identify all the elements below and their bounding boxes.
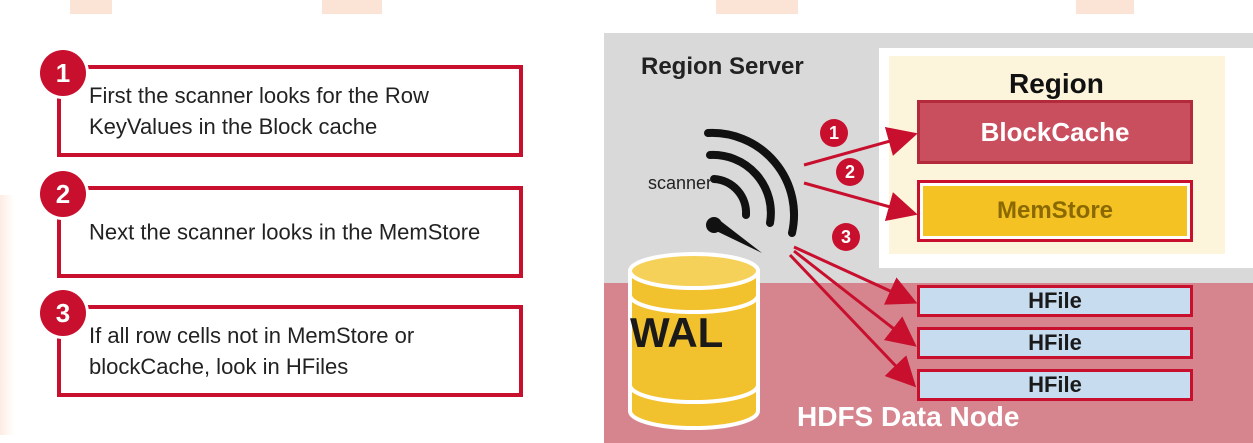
blockcache-box: BlockCache bbox=[917, 100, 1193, 164]
region-server-panel: Region Server Region BlockCache MemStore… bbox=[604, 33, 1253, 443]
step-3-badge: 3 bbox=[40, 290, 86, 336]
step-3-box: If all row cells not in MemStore or bloc… bbox=[57, 305, 523, 397]
step-3-text: If all row cells not in MemStore or bloc… bbox=[89, 323, 415, 379]
step-2-box: Next the scanner looks in the MemStore bbox=[57, 186, 523, 278]
memstore-box: MemStore bbox=[917, 180, 1193, 242]
decorative-mark bbox=[70, 0, 112, 14]
arrow-to-hfile-2 bbox=[793, 249, 917, 347]
scanner-icon bbox=[704, 128, 798, 253]
step-1-badge: 1 bbox=[40, 50, 86, 96]
arrow-to-hfile-1 bbox=[793, 245, 918, 305]
arrow-number-1: 1 bbox=[820, 119, 848, 147]
decorative-mark bbox=[1076, 0, 1134, 14]
wal-cylinder-icon bbox=[628, 252, 760, 430]
arrow-to-memstore bbox=[803, 181, 918, 222]
hfile-box: HFile bbox=[917, 327, 1193, 359]
wal-label: WAL bbox=[630, 309, 724, 356]
arrow-to-blockcache bbox=[803, 126, 918, 167]
region-server-label: Region Server bbox=[641, 53, 804, 80]
hfile-box: HFile bbox=[917, 369, 1193, 401]
step-1-text: First the scanner looks for the Row KeyV… bbox=[89, 83, 429, 139]
arrow-number-2: 2 bbox=[836, 158, 864, 186]
hdfs-data-node-label: HDFS Data Node bbox=[797, 401, 1020, 432]
decorative-mark bbox=[716, 0, 798, 14]
decorative-stripe bbox=[0, 195, 14, 435]
region-label: Region bbox=[1009, 68, 1104, 99]
step-2-text: Next the scanner looks in the MemStore bbox=[89, 219, 481, 245]
scan-arrows bbox=[788, 126, 918, 388]
scanner-label: scanner bbox=[648, 173, 713, 193]
hfile-box: HFile bbox=[917, 285, 1193, 317]
step-2-badge: 2 bbox=[40, 171, 86, 217]
decorative-mark bbox=[322, 0, 382, 14]
step-1-box: First the scanner looks for the Row KeyV… bbox=[57, 65, 523, 157]
arrow-to-hfile-3 bbox=[788, 253, 917, 388]
arrow-number-3: 3 bbox=[832, 223, 860, 251]
